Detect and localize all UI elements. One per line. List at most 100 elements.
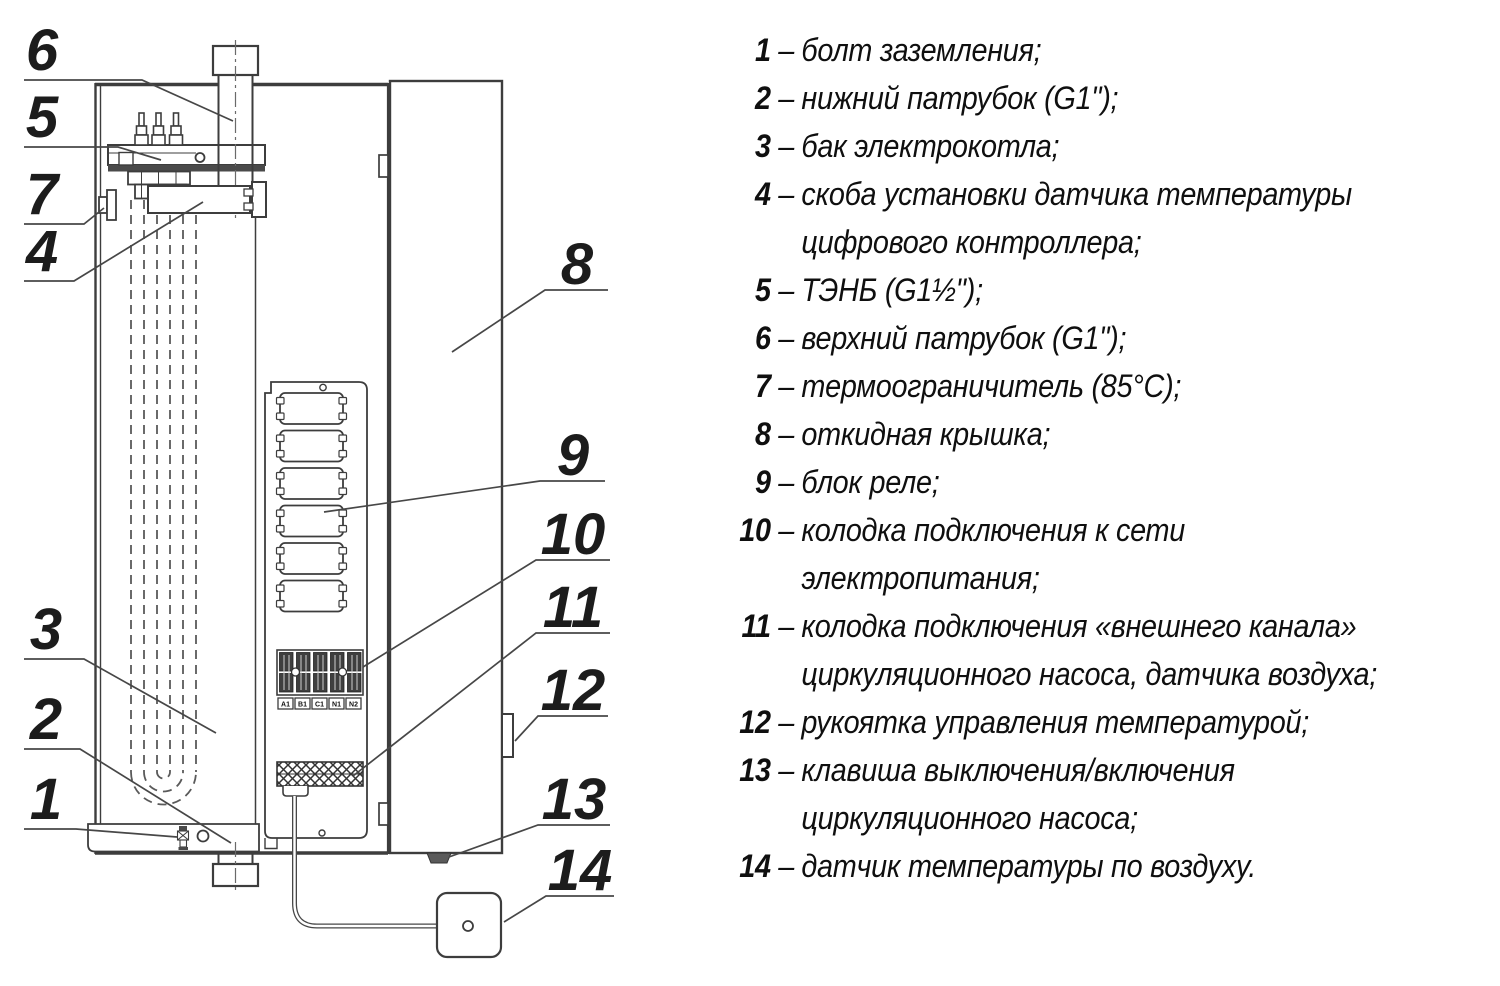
leader-3 — [24, 658, 217, 734]
legend-item-14: 14 – датчик температуры по воздуху. — [724, 842, 1489, 890]
legend-text: болт заземления; — [801, 32, 1042, 68]
legend-item-9: 9 – блок реле; — [724, 458, 1489, 506]
callout-numbers: 6 5 7 4 3 2 1 8 9 10 11 12 13 14 — [25, 18, 612, 903]
legend-item-12: 12 – рукоятка управления температурой; — [724, 698, 1489, 746]
legend-text: рукоятка управления температурой; — [801, 704, 1309, 740]
bottom-pipe-cap — [211, 842, 260, 892]
legend-item-7: 7 – термоограничитель (85°С); — [724, 362, 1489, 410]
callout-7: 7 — [26, 162, 61, 227]
legend-item-3: 3 – бак электрокотла; — [724, 122, 1489, 170]
callout-5: 5 — [26, 85, 59, 150]
legend-dash: – — [778, 176, 794, 212]
sensor-hole — [462, 920, 474, 932]
legend-number: 12 — [739, 704, 771, 740]
thermal-limiter — [98, 189, 117, 221]
grounding-bolt — [176, 826, 190, 850]
callout-11: 11 — [543, 575, 603, 640]
legend-item-8: 8 – откидная крышка; — [724, 410, 1489, 458]
relay-module — [275, 429, 348, 463]
stud — [134, 112, 149, 146]
legend-dash: – — [778, 608, 794, 644]
legend-dash: – — [778, 464, 794, 500]
sensor-bracket — [147, 181, 267, 218]
hinged-cover — [378, 79, 514, 864]
terminal-label: C1 — [315, 702, 324, 709]
legend-number: 9 — [755, 464, 771, 500]
terminal-label: N1 — [332, 702, 341, 709]
legend-text: нижний патрубок (G1"); — [801, 80, 1119, 116]
relay-module — [275, 504, 348, 538]
legend-item-5: 5 – ТЭНБ (G1½"); — [724, 266, 1489, 314]
cover-latch — [378, 154, 389, 178]
legend-text: колодка подключения «внешнего канала»цир… — [801, 608, 1377, 692]
callout-9: 9 — [557, 423, 589, 488]
legend-text: блок реле; — [801, 464, 940, 500]
callout-10: 10 — [541, 502, 606, 567]
pump-switch — [426, 852, 452, 864]
panel-screw — [319, 383, 327, 392]
cover-latch — [378, 802, 389, 826]
stud — [151, 112, 166, 146]
legend: 1 – болт заземления; 2 – нижний патрубок… — [724, 26, 1489, 890]
terminal-screw — [337, 667, 348, 677]
legend-dash: – — [778, 848, 794, 884]
power-terminal-block: A1 B1 C1 N1 N2 — [276, 649, 364, 710]
legend-dash: – — [778, 512, 794, 548]
leader-1 — [24, 828, 178, 838]
callout-14: 14 — [548, 838, 613, 903]
relay-module — [275, 392, 348, 425]
relay-module — [275, 467, 348, 500]
legend-dash: – — [778, 320, 794, 356]
callout-6: 6 — [26, 18, 59, 83]
legend-dash: – — [778, 752, 794, 788]
relay-block — [275, 392, 348, 613]
temperature-control-handle — [501, 713, 514, 758]
heater-studs — [134, 112, 184, 146]
legend-text: бак электрокотла; — [801, 128, 1060, 164]
legend-number: 6 — [755, 320, 771, 356]
legend-number: 14 — [739, 848, 771, 884]
heating-element-tubes — [130, 200, 197, 806]
legend-text: верхний патрубок (G1"); — [801, 320, 1127, 356]
leader-10 — [362, 559, 610, 668]
legend-number: 5 — [755, 272, 771, 308]
relay-panel — [264, 381, 368, 850]
leader-9 — [323, 480, 605, 513]
callout-2: 2 — [29, 687, 62, 752]
callout-12: 12 — [541, 658, 606, 723]
legend-dash: – — [778, 368, 794, 404]
legend-number: 2 — [755, 80, 771, 116]
legend-number: 13 — [739, 752, 771, 788]
leader-12 — [514, 715, 608, 742]
legend-number: 4 — [755, 176, 771, 212]
terminal-screw — [290, 667, 301, 677]
terminal-label: A1 — [281, 702, 290, 709]
callout-8: 8 — [561, 232, 594, 297]
relay-module — [275, 579, 348, 613]
legend-number: 7 — [755, 368, 771, 404]
legend-item-6: 6 – верхний патрубок (G1"); — [724, 314, 1489, 362]
leader-2 — [24, 748, 232, 844]
callout-3: 3 — [30, 597, 62, 662]
terminal-label: N2 — [349, 702, 358, 709]
leader-8 — [451, 289, 608, 353]
legend-item-2: 2 – нижний патрубок (G1"); — [724, 74, 1489, 122]
legend-dash: – — [778, 128, 794, 164]
legend-text: датчик температуры по воздуху. — [801, 848, 1256, 884]
legend-text: откидная крышка; — [801, 416, 1051, 452]
legend-dash: – — [778, 80, 794, 116]
leader-lines — [24, 79, 614, 923]
terminal-label: B1 — [298, 702, 307, 709]
legend-item-11: 11 – колодка подключения «внешнего канал… — [724, 602, 1489, 698]
bottom-bracket — [87, 823, 260, 853]
panel-screw — [318, 829, 326, 837]
leader-7 — [24, 207, 105, 225]
leader-4 — [24, 201, 204, 282]
legend-dash: – — [778, 704, 794, 740]
stud — [168, 112, 184, 146]
